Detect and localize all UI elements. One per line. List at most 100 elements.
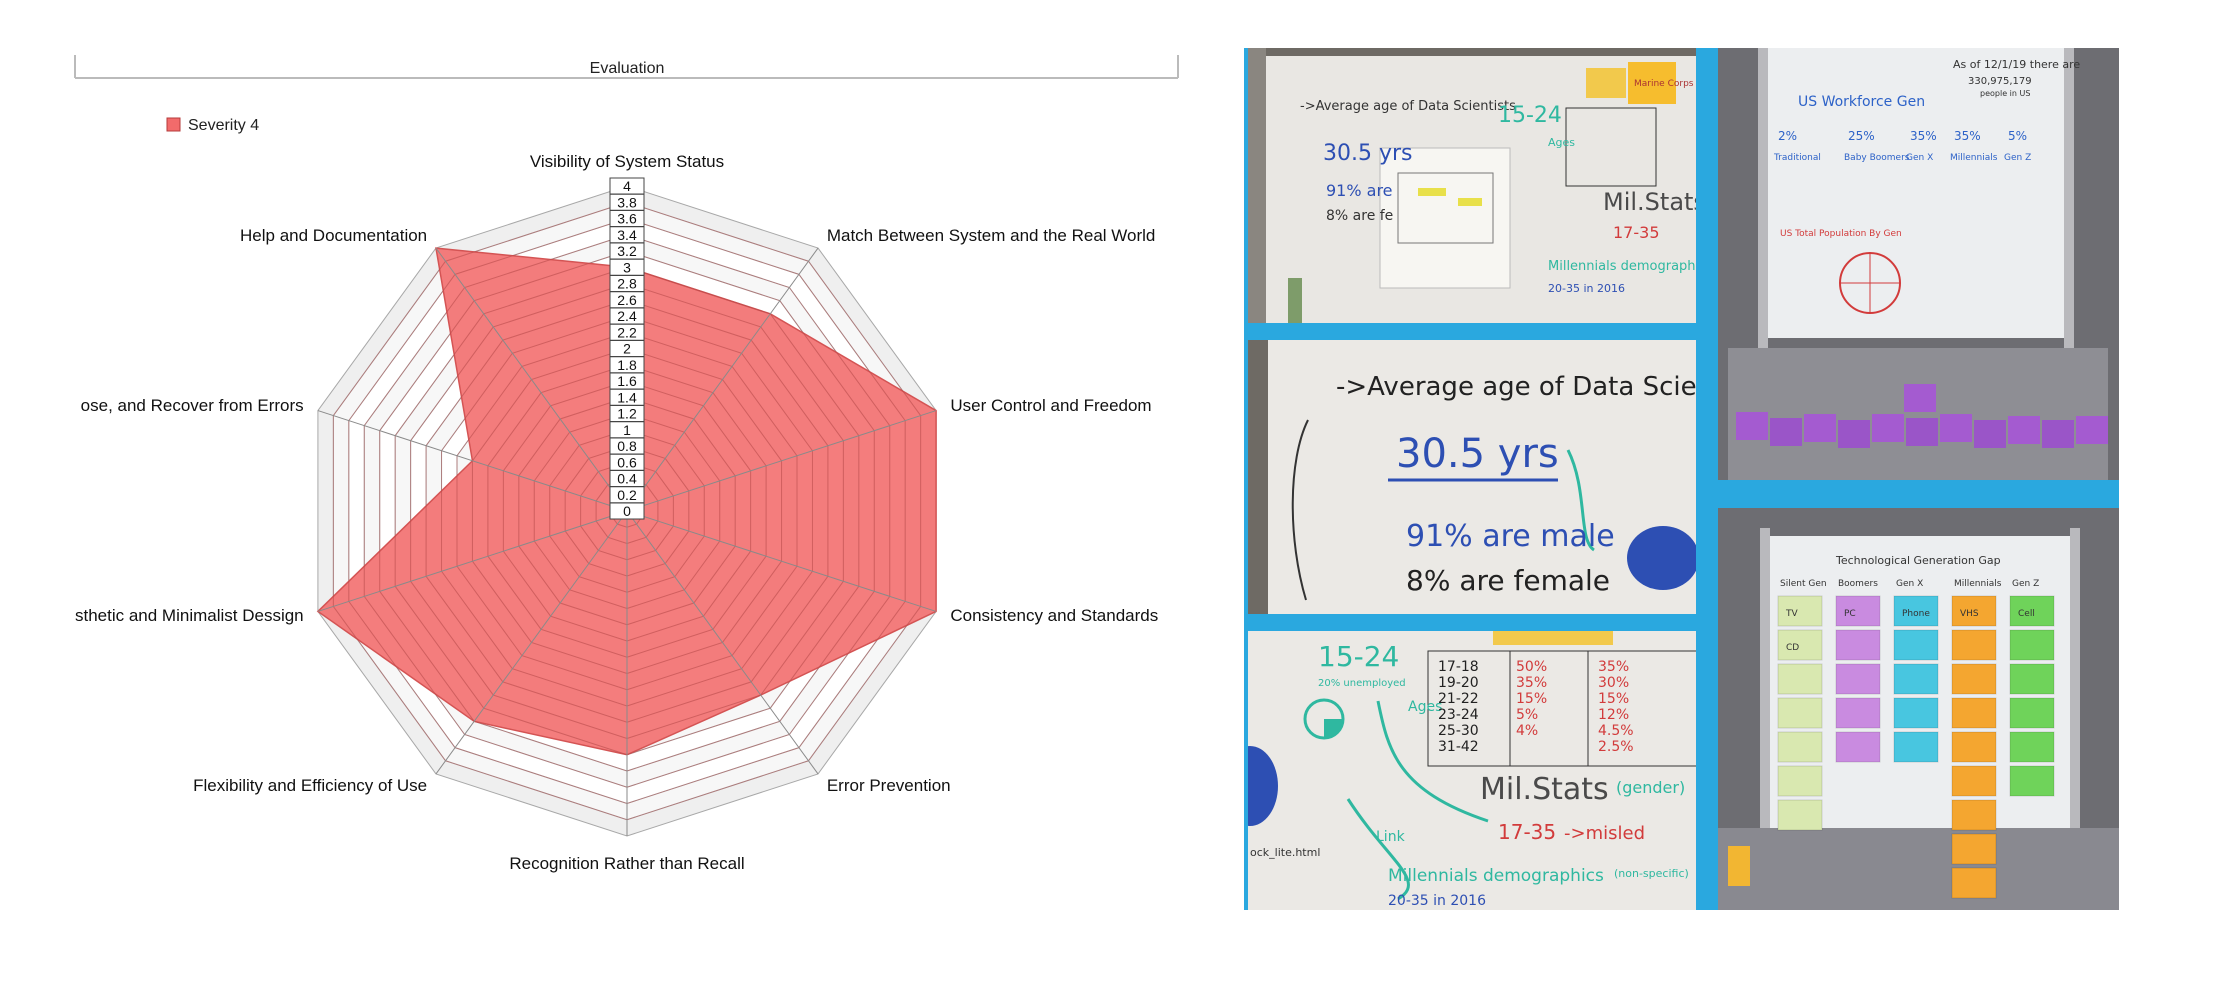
p4-pop: 330,975,179 xyxy=(1968,76,2032,87)
p5-note-text: VHS xyxy=(1960,609,1979,619)
p4-pie-title: US Total Population By Gen xyxy=(1780,229,1902,239)
p5-sticky-note xyxy=(1777,663,1823,695)
radar-tick-label: 3.4 xyxy=(609,226,645,244)
radar-spoke xyxy=(317,510,628,612)
p5-sticky-note xyxy=(1893,697,1939,729)
p1-sticky: Marine Corps xyxy=(1634,79,1694,89)
p5-sticky-note xyxy=(1835,697,1881,729)
p5-note-text: Cell xyxy=(2018,609,2035,619)
p1-milstats: Mil.Stats xyxy=(1603,188,1696,216)
svg-text:1.6: 1.6 xyxy=(617,373,637,389)
svg-text:3.8: 3.8 xyxy=(617,194,637,210)
svg-text:2.8: 2.8 xyxy=(617,276,637,292)
radar-tick-label: 0 xyxy=(609,502,645,520)
p4-gen-name: Traditional xyxy=(1773,153,1821,163)
whiteboard-photo-icon: ->Average age of Data Scientists 15-24 3… xyxy=(1248,48,1696,323)
p5-sticky-note xyxy=(1777,595,1823,627)
p5-sticky-note xyxy=(1777,799,1823,831)
photo-collage: ->Average age of Data Scientists 15-24 3… xyxy=(1244,48,2119,910)
p5-sticky-note xyxy=(1893,663,1939,695)
radar-spoke xyxy=(435,510,628,775)
radar-tick-label: 0.6 xyxy=(609,453,645,471)
p3-row-a: 35% xyxy=(1516,675,1547,691)
svg-text:3.6: 3.6 xyxy=(617,211,637,227)
p2-avg: 30.5 yrs xyxy=(1396,431,1559,477)
p5-sticky-note xyxy=(1835,595,1881,627)
svg-text:0.4: 0.4 xyxy=(617,471,637,487)
p3-link: Link xyxy=(1376,829,1406,845)
p5-sticky-note xyxy=(1951,629,1997,661)
p1-range: 17-35 xyxy=(1613,223,1660,242)
p1-pct2: 8% are fe xyxy=(1326,208,1393,224)
p5-sticky-note xyxy=(1777,731,1823,763)
radar-spoke xyxy=(317,410,628,512)
radar-tick-label: 3.6 xyxy=(609,210,645,227)
p3-note: 20% unemployed xyxy=(1318,678,1406,689)
p5-sticky-note xyxy=(2009,765,2055,797)
p5-column-header: Gen Z xyxy=(2012,579,2039,589)
svg-text:0.6: 0.6 xyxy=(617,454,637,470)
p3-row-age: 23-24 xyxy=(1438,707,1479,723)
p3-row-age: 31-42 xyxy=(1438,739,1479,755)
radar-tick-label: 3 xyxy=(609,258,645,276)
svg-text:2.2: 2.2 xyxy=(617,324,637,340)
p5-note-text: CD xyxy=(1786,643,1799,653)
p5-sticky-note xyxy=(1951,867,1997,899)
p5-sticky-note xyxy=(1777,765,1823,797)
p4-gen-pct: 35% xyxy=(1910,129,1937,143)
legend-swatch xyxy=(166,117,181,132)
p5-sticky-note xyxy=(1893,595,1939,627)
p3-url: ock_lite.html xyxy=(1250,846,1320,859)
svg-text:3.2: 3.2 xyxy=(617,243,637,259)
p4-gen-pct: 2% xyxy=(1778,129,1797,143)
p3-milstats: Mil.Stats xyxy=(1480,772,1609,807)
radar-category-label: sthetic and Minimalist Dessign xyxy=(75,606,304,625)
radar-spoke xyxy=(626,410,937,512)
radar-tick-label: 2.4 xyxy=(609,307,645,325)
p3-specific: (non-specific) xyxy=(1614,867,1689,880)
radar-tick-label: 1.8 xyxy=(609,356,645,374)
p1-avg: 30.5 yrs xyxy=(1323,141,1413,166)
p5-column-header: Boomers xyxy=(1838,579,1878,589)
radar-tick-label: 1.2 xyxy=(609,405,645,422)
p5-sticky-note xyxy=(1951,663,1997,695)
radar-category-label: Visibility of System Status xyxy=(530,152,724,171)
p5-note-text: TV xyxy=(1785,609,1798,619)
p4-title: US Workforce Gen xyxy=(1798,94,1925,110)
p1-ages: Ages xyxy=(1548,136,1575,149)
p5-title: Technological Generation Gap xyxy=(1835,554,2001,567)
svg-text:1.4: 1.4 xyxy=(617,389,637,405)
p3-years: 20-35 in 2016 xyxy=(1388,893,1486,909)
p5-sticky-note xyxy=(1835,731,1881,763)
p5-sticky-note xyxy=(1893,629,1939,661)
radar-category-label: Consistency and Standards xyxy=(950,606,1158,625)
p5-sticky-note xyxy=(1835,663,1881,695)
p2-pct1: 91% are male xyxy=(1406,519,1615,554)
p3-row-age: 17-18 xyxy=(1438,659,1479,675)
svg-text:3: 3 xyxy=(623,259,631,275)
photo-whiteboard-overview: ->Average age of Data Scientists 15-24 3… xyxy=(1248,48,1696,323)
radar-tick-label: 1 xyxy=(609,421,645,439)
radar-tick-label: 2.6 xyxy=(609,291,645,309)
svg-text:1.8: 1.8 xyxy=(617,357,637,373)
p5-sticky-note xyxy=(1951,799,1997,831)
legend-label: Severity 4 xyxy=(188,117,259,134)
svg-text:2.4: 2.4 xyxy=(617,308,637,324)
p5-sticky-note xyxy=(1951,595,1997,627)
svg-text:0.2: 0.2 xyxy=(617,487,637,503)
p5-note-text: PC xyxy=(1844,609,1856,619)
svg-text:2.6: 2.6 xyxy=(617,292,637,308)
p3-row-a: 5% xyxy=(1516,707,1538,723)
p3-row-a: 4% xyxy=(1516,723,1538,739)
radar-tick-label: 4 xyxy=(609,177,645,195)
radar-tick-label: 0.4 xyxy=(609,470,645,487)
p5-sticky-note xyxy=(1893,731,1939,763)
svg-text:4: 4 xyxy=(623,178,631,194)
svg-text:2: 2 xyxy=(623,341,631,357)
p3-ages-label: Ages xyxy=(1408,699,1442,715)
